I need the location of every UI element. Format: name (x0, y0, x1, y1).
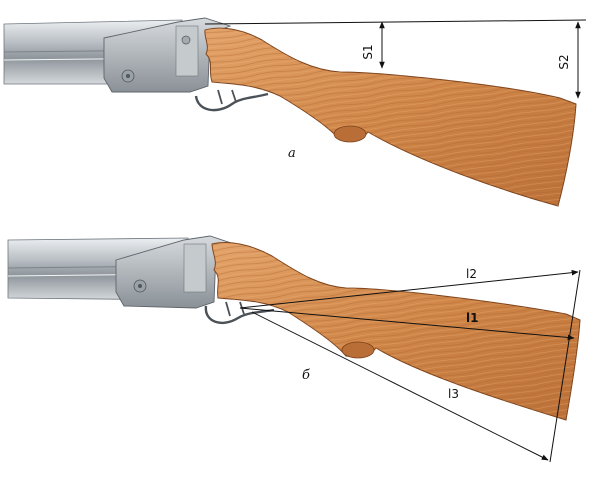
panel-a-dimensions: S1 S2 (204, 19, 587, 99)
dimension-s1-label: S1 (361, 44, 375, 59)
panel-a-gun (3, 17, 577, 207)
panel-b-receiver (115, 235, 242, 309)
panel-b-dimensions: l2 l1 l3 (239, 267, 581, 463)
dimension-l3-label: l3 (448, 387, 459, 401)
panel-a-label: а (288, 146, 296, 161)
panel-b-trigger-guard (204, 305, 275, 325)
svg-text:S2: S2 (557, 54, 571, 69)
panel-b-gun (7, 235, 581, 421)
panel-a-receiver (103, 17, 232, 93)
panel-a-trigger-guard (194, 92, 269, 112)
dimension-s2-label: S2 (557, 54, 571, 69)
dimension-l2-label: l2 (466, 267, 477, 281)
dimension-l1-label: l1 (466, 311, 478, 325)
svg-text:S1: S1 (361, 44, 375, 59)
panel-b-label: б (302, 368, 310, 383)
